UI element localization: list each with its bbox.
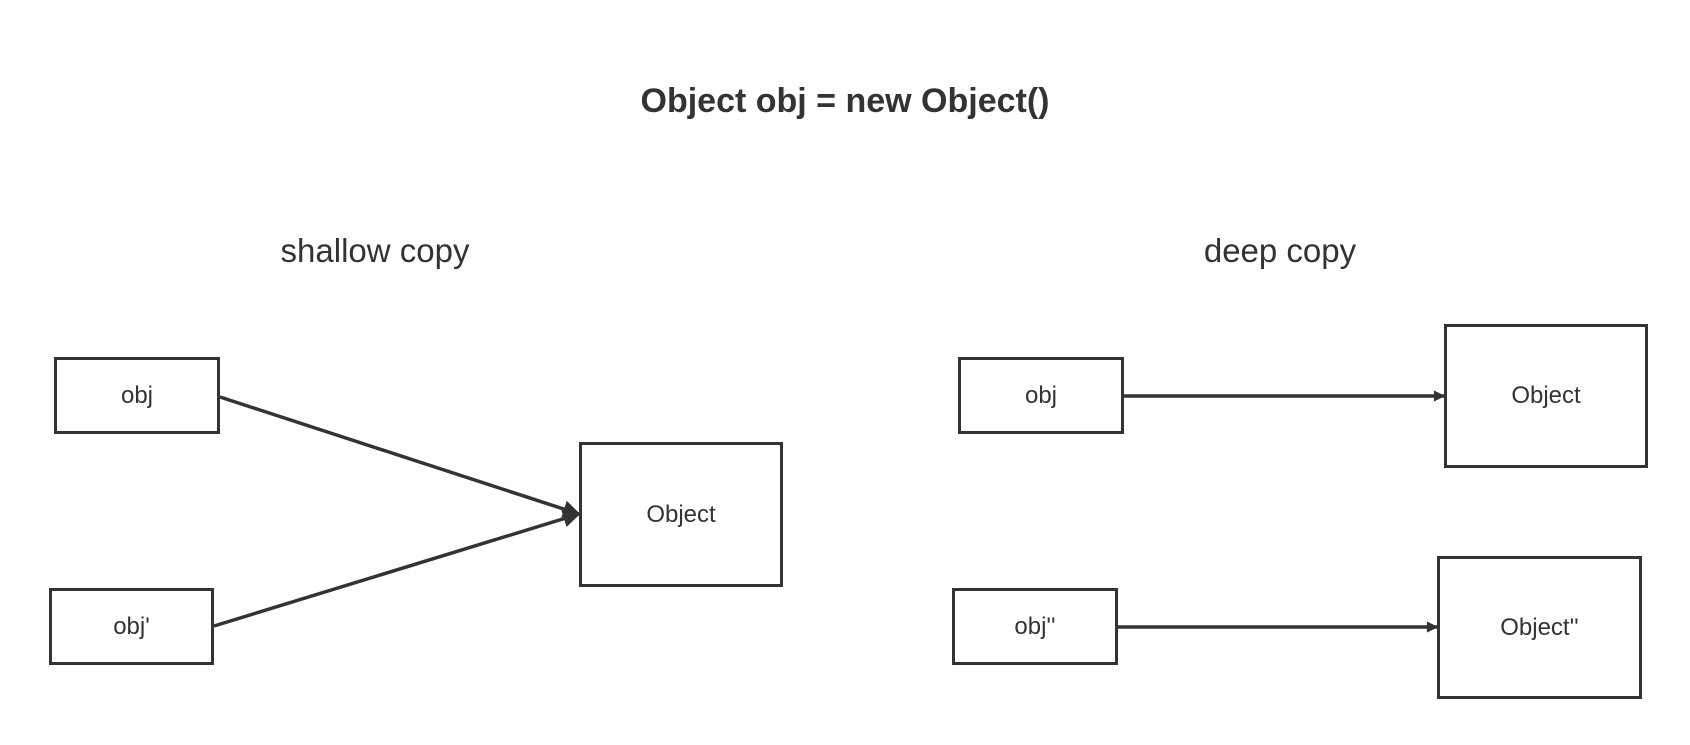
shallow-arrow-objcopy-to-object — [213, 510, 581, 628]
shallow-arrow-obj-to-object — [219, 395, 581, 518]
shallow-obj-box: obj — [54, 357, 220, 434]
deep-obj-copy-label: obj'' — [1014, 612, 1056, 640]
deep-obj-copy-box: obj'' — [952, 588, 1118, 665]
shallow-copy-heading: shallow copy — [280, 232, 470, 269]
deep-copy-heading: deep copy — [1203, 232, 1357, 269]
deep-object-copy-box: Object'' — [1437, 556, 1642, 699]
shallow-obj-copy-label: obj' — [113, 612, 150, 640]
deep-object-box: Object — [1444, 324, 1648, 468]
shallow-object-label: Object — [646, 500, 716, 528]
diagram-title: Object obj = new Object() — [640, 82, 1050, 120]
shallow-obj-copy-box: obj' — [49, 588, 214, 665]
deep-obj-box: obj — [958, 357, 1124, 434]
deep-object-copy-label: Object'' — [1500, 613, 1579, 641]
shallow-object-box: Object — [579, 442, 783, 587]
shallow-obj-label: obj — [120, 381, 154, 409]
deep-obj-label: obj — [1024, 381, 1058, 409]
deep-object-label: Object — [1511, 382, 1581, 409]
